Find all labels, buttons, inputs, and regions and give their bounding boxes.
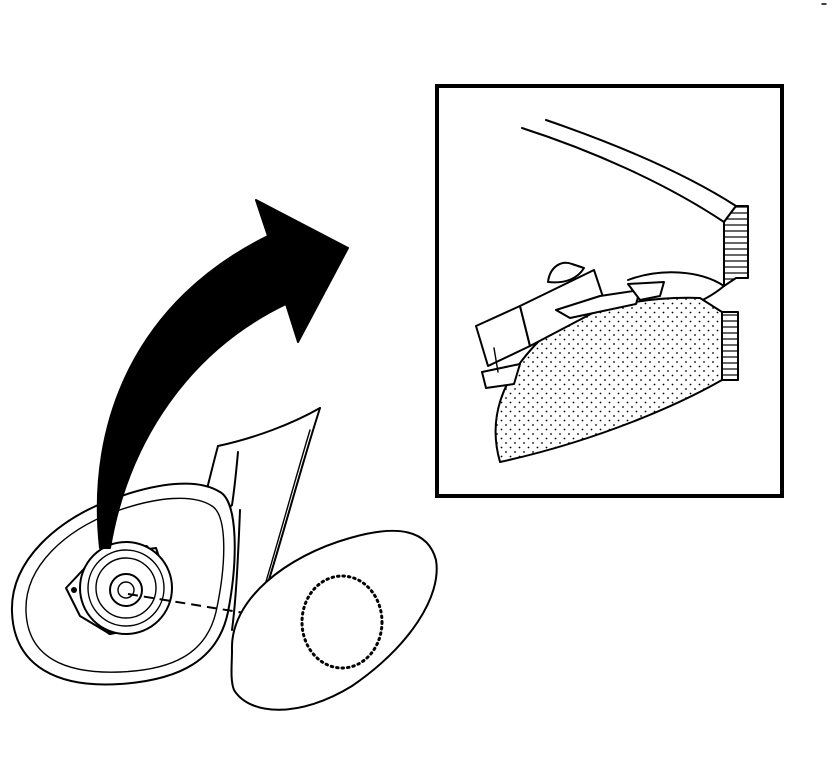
speaker-dust-cap [109, 573, 143, 607]
retaining-tab [475, 261, 665, 389]
curved-arrow-icon [96, 199, 349, 549]
detail-inset [435, 84, 784, 498]
speaker [65, 541, 173, 635]
mounting-screw [71, 587, 77, 593]
trim-section-lower [721, 311, 739, 381]
trim-section-upper [723, 205, 749, 287]
grille-speaker-ring [300, 574, 384, 670]
speaker-grille [230, 529, 438, 711]
